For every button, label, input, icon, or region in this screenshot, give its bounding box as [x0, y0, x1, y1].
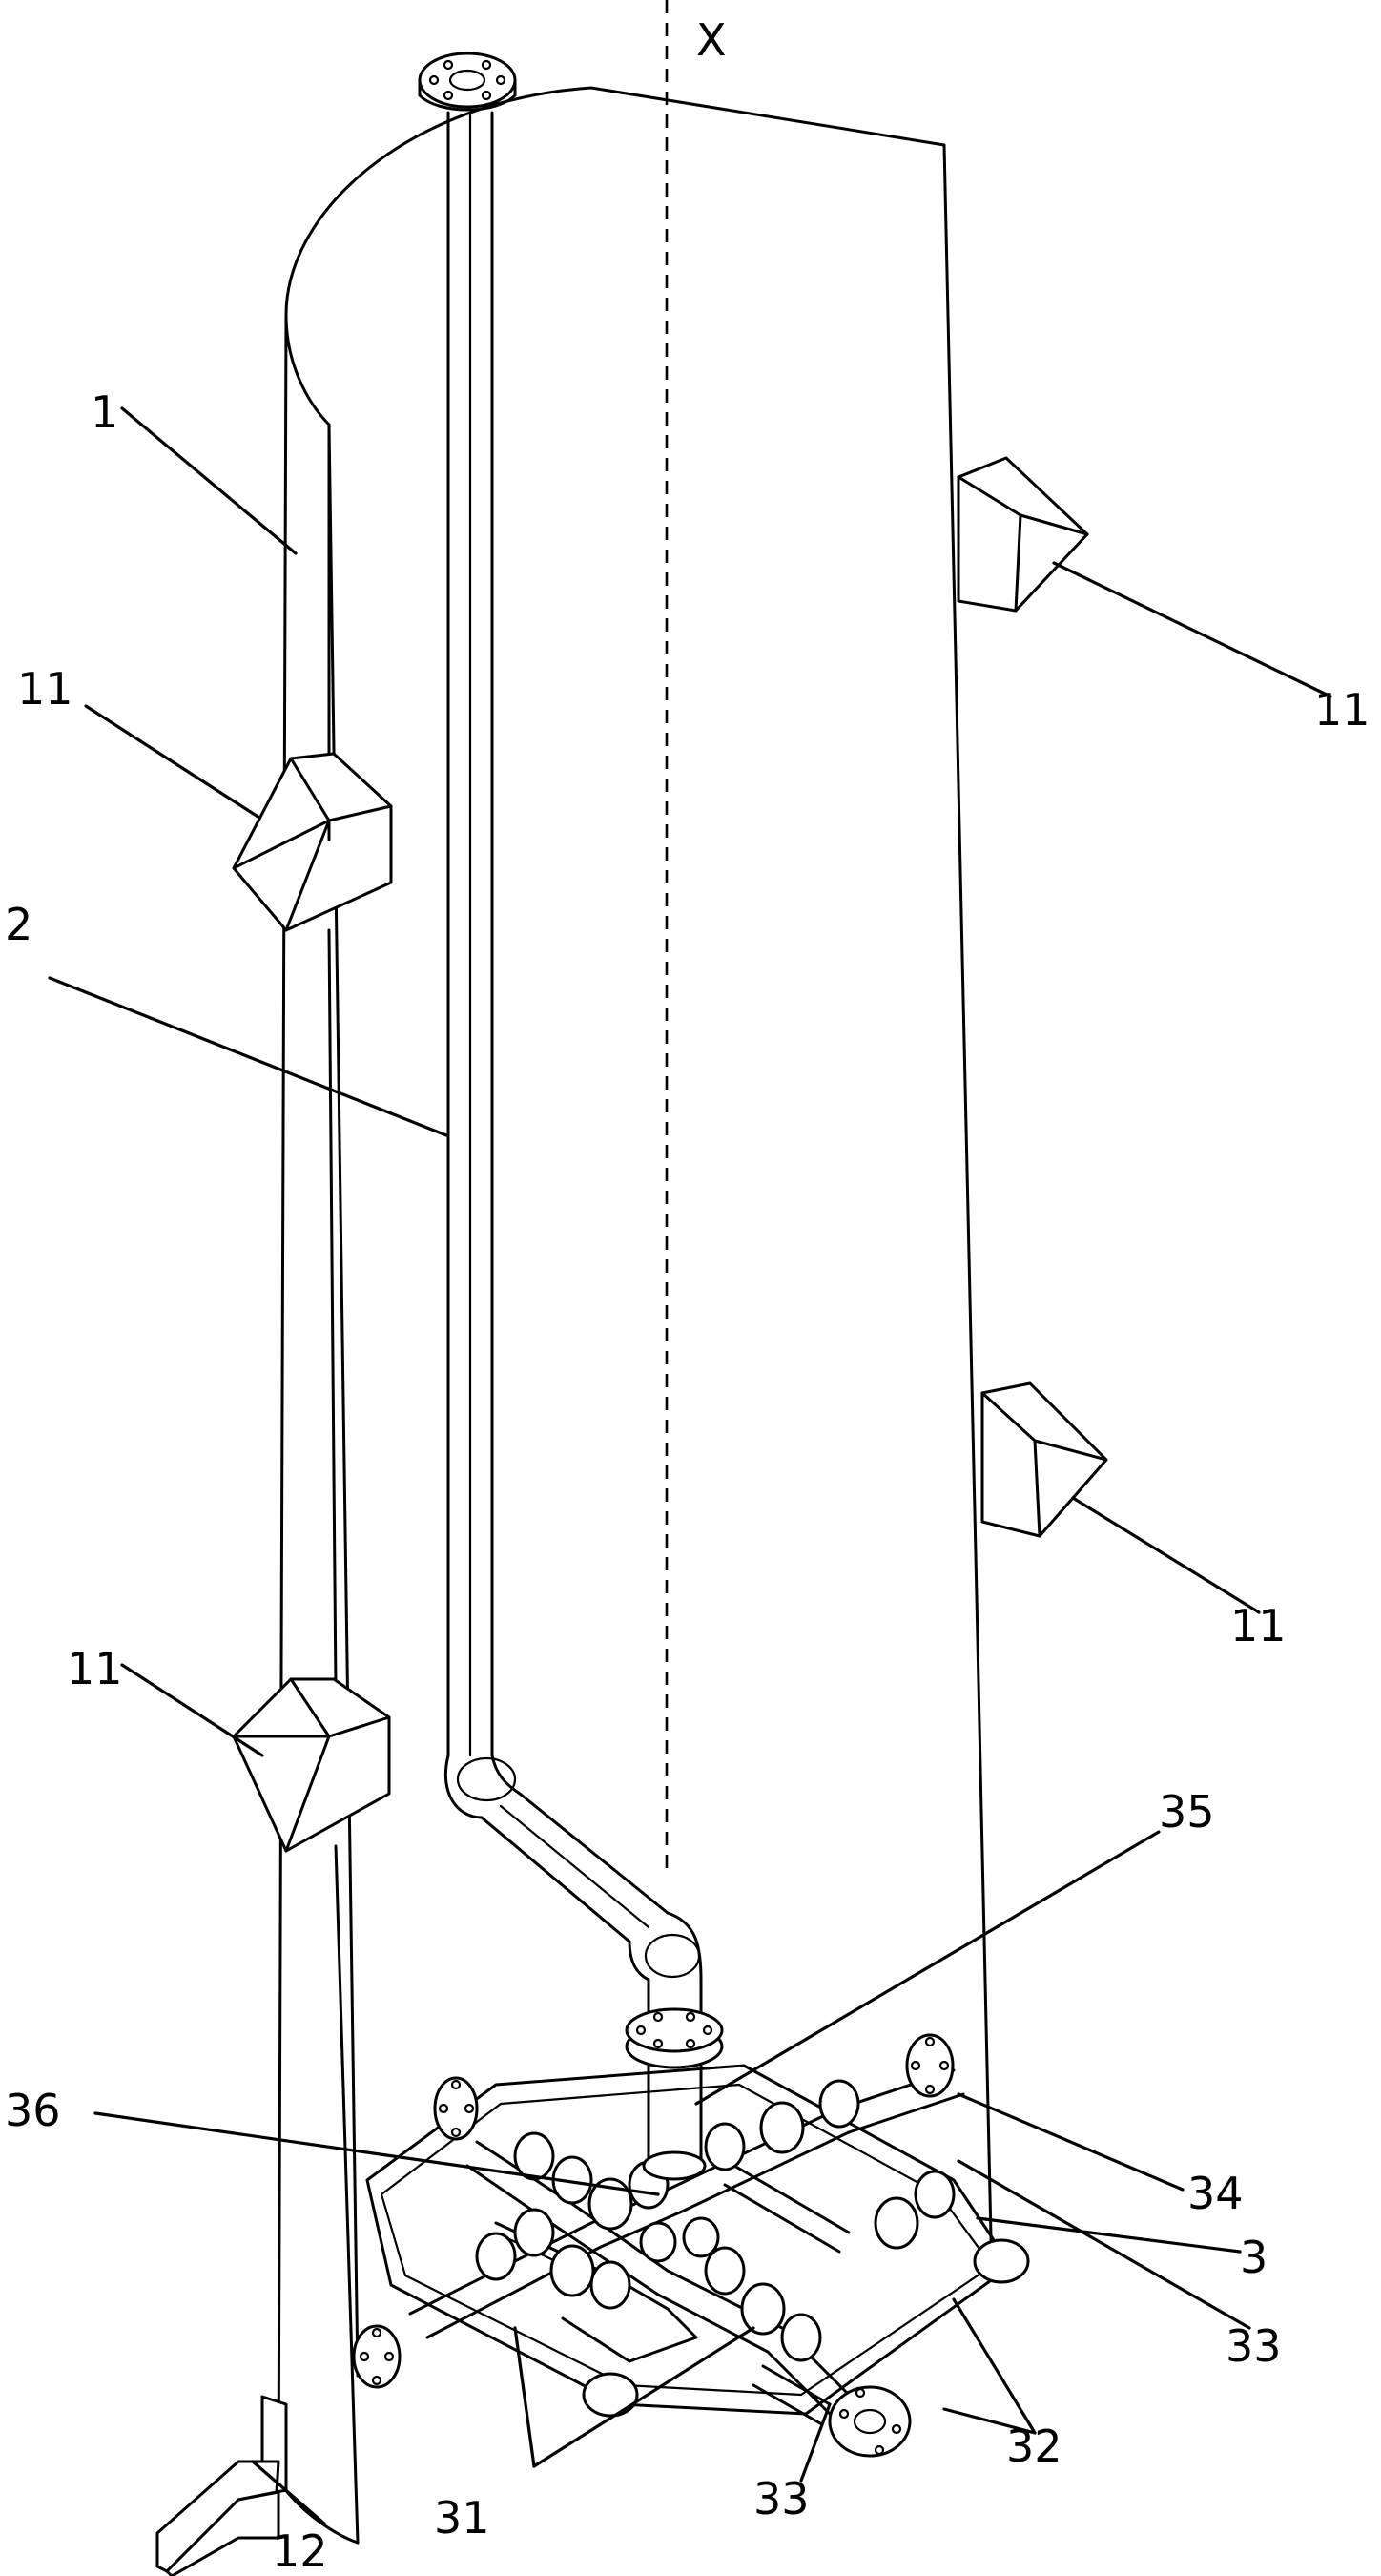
reference-labels: 1 11 11 2 11 11 35 34 3 36 33 32 33 31 1… [5, 386, 1371, 2576]
label-part-33-bottom: 33 [753, 2473, 810, 2524]
foot [155, 2395, 288, 2576]
label-foot: 12 [272, 2525, 328, 2576]
tank-body [277, 86, 994, 2545]
label-pipe: 2 [5, 899, 32, 950]
label-bracket-right-upper: 11 [1314, 684, 1371, 736]
label-bracket-left-upper: 11 [17, 663, 73, 715]
label-part-33-right: 33 [1226, 2320, 1282, 2372]
label-part-36: 36 [5, 2085, 61, 2136]
center-axis: X [665, 0, 727, 1870]
feed-pipe [418, 52, 724, 2110]
label-bracket-right-lower: 11 [1230, 1600, 1287, 1652]
leader-lines [48, 406, 1332, 2525]
label-tank: 1 [91, 386, 118, 438]
label-part-32: 32 [1006, 2420, 1062, 2472]
label-distributor: 3 [1240, 2232, 1268, 2283]
label-part-31: 31 [434, 2492, 490, 2544]
bracket-right-upper [957, 456, 1089, 613]
label-part-35: 35 [1159, 1786, 1215, 1838]
label-part-34: 34 [1187, 2168, 1244, 2219]
bracket-left-upper [232, 752, 393, 932]
label-bracket-left-lower: 11 [67, 1643, 123, 1694]
bracket-right-lower [980, 1381, 1108, 1538]
distributor [352, 2033, 1030, 2458]
bracket-left-lower [232, 1677, 391, 1853]
axis-label: X [696, 14, 727, 66]
